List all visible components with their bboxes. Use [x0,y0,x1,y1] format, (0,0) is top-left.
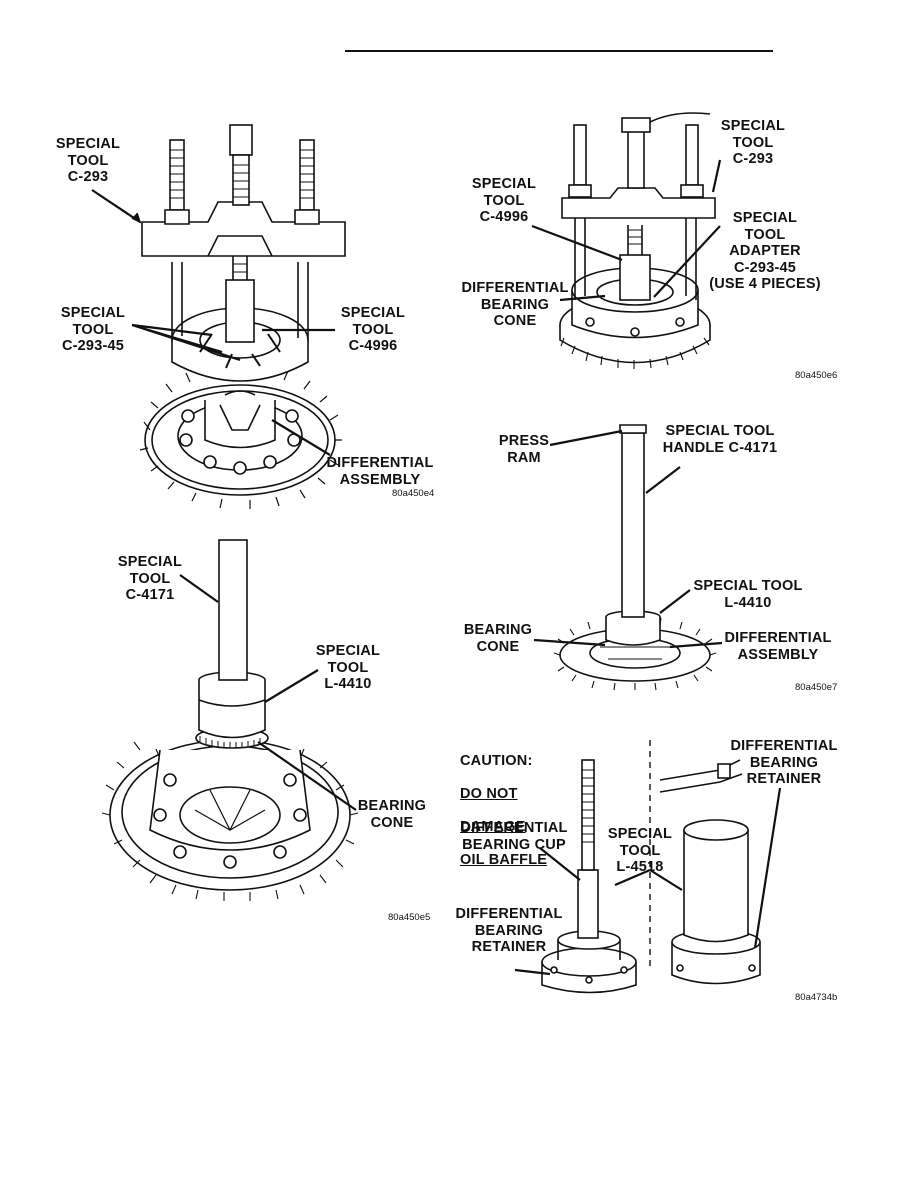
label-special-tool-adapter: SPECIAL TOOL ADAPTER C-293-45 (USE 4 PIE… [709,210,821,292]
label-special-tool-c293: SPECIAL TOOL C-293 [55,136,121,185]
label-special-tool-handle: SPECIAL TOOL HANDLE C-4171 [662,423,778,456]
figure-code: 80a450e7 [795,682,838,693]
caution-line-1: DO NOT [460,785,518,802]
label-special-tool-c4996: SPECIAL TOOL C-4996 [471,176,537,225]
figure-code: 80a450e6 [795,370,838,381]
label-special-tool-c4996: SPECIAL TOOL C-4996 [340,305,406,354]
label-differential-bearing-retainer-right: DIFFERENTIAL BEARING RETAINER [730,738,838,787]
caution-note: CAUTION: DO NOT DAMAGE OIL BAFFLE [460,736,570,885]
label-differential-bearing-retainer-left: DIFFERENTIAL BEARING RETAINER [455,906,563,955]
figure-puller-c293: SPECIAL TOOL C-293 SPECIAL TOOL C-293-45… [0,0,460,520]
label-differential-assembly: DIFFERENTIAL ASSEMBLY [326,455,434,488]
caution-title: CAUTION: [460,752,533,769]
handle-install-illustration [101,539,359,901]
puller-adapter-illustration [531,112,722,369]
label-special-tool-c293: SPECIAL TOOL C-293 [720,118,786,167]
label-special-tool-c4171: SPECIAL TOOL C-4171 [117,554,183,603]
press-install-illustration [533,424,723,691]
figure-code: 80a450e5 [388,912,431,923]
caution-line-3: OIL BAFFLE [460,851,548,868]
figure-handle-install: SPECIAL TOOL C-4171 SPECIAL TOOL L-4410 … [0,530,460,930]
figure-press-install: PRESS RAM SPECIAL TOOL HANDLE C-4171 SPE… [450,415,910,700]
bearing-retainer-illustration [514,740,782,994]
label-special-tool-l4518: SPECIAL TOOL L-4518 [607,826,673,875]
header-rule [345,50,773,52]
label-differential-bearing-cup: DIFFERENTIAL BEARING CUP [460,820,568,853]
label-differential-assembly: DIFFERENTIAL ASSEMBLY [724,630,832,663]
label-differential-bearing-cone: DIFFERENTIAL BEARING CONE [461,280,569,329]
figure-puller-adapter: SPECIAL TOOL C-293 SPECIAL TOOL C-4996 S… [450,100,910,390]
label-special-tool-c293-45: SPECIAL TOOL C-293-45 [60,305,126,354]
caution-line-2: DAMAGE [460,818,526,835]
label-bearing-cone: BEARING CONE [357,798,427,831]
label-special-tool-l4410: SPECIAL TOOL L-4410 [693,578,803,611]
figure-bearing-retainer: CAUTION: DO NOT DAMAGE OIL BAFFLE DIFFER… [450,730,910,1010]
figure-code: 80a4734b [795,992,838,1003]
label-bearing-cone: BEARING CONE [463,622,533,655]
figure-code: 80a450e4 [392,488,435,499]
label-special-tool-l4410: SPECIAL TOOL L-4410 [315,643,381,692]
label-press-ram: PRESS RAM [498,433,550,466]
puller-illustration [91,124,346,509]
